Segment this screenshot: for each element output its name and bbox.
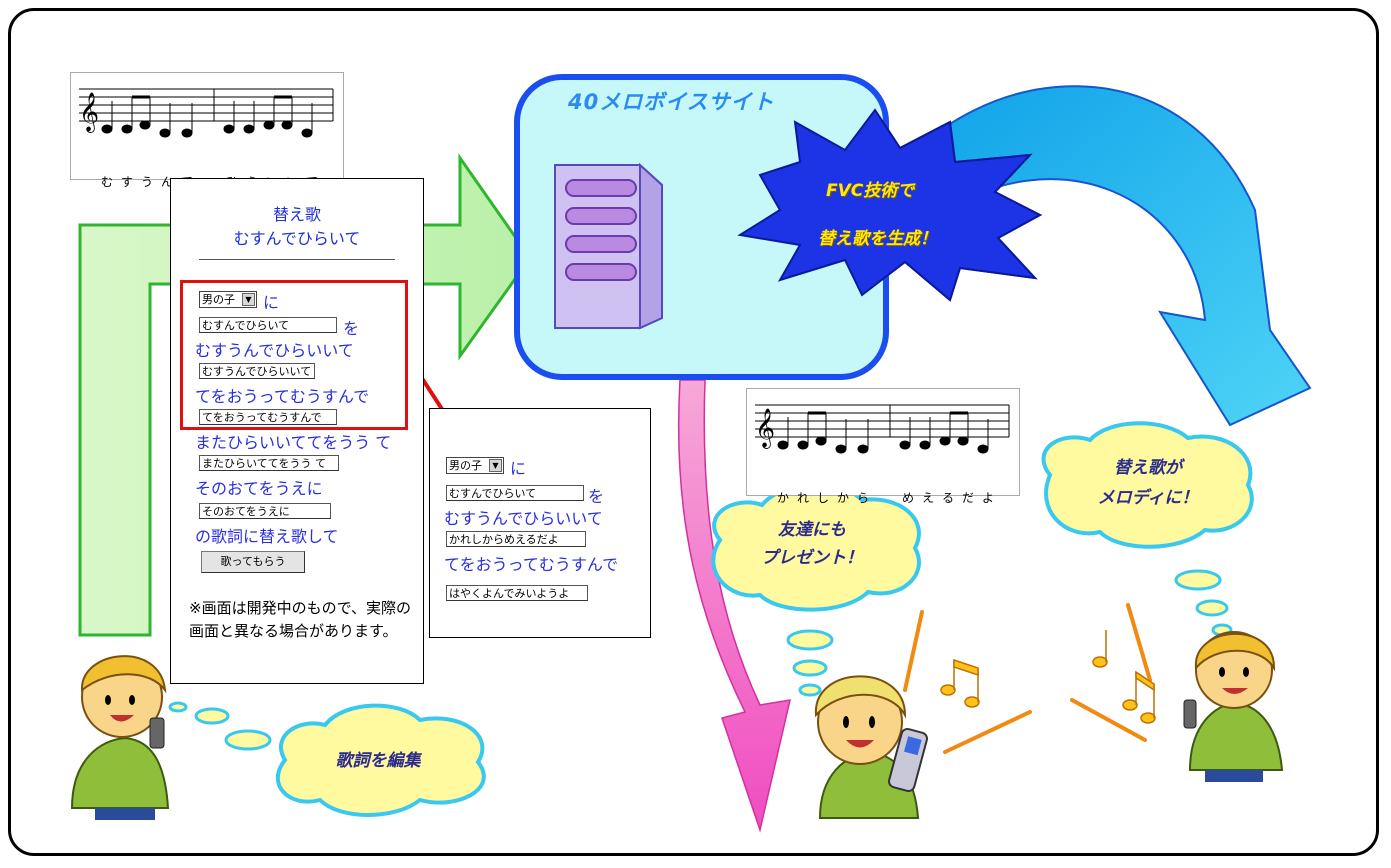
chevron-down-icon: ▼ [242, 293, 255, 306]
burst-line2: 替え歌を生成！ [818, 229, 937, 249]
lyric: む [101, 175, 116, 189]
girl-editing-icon [70, 655, 170, 820]
result-input-2[interactable]: かれしからめえるだよ [446, 531, 586, 547]
score-generated: 𝄞 か れ し か ら め え る だ よ [746, 388, 1020, 505]
lyric-line-5: そのおてをうえに [195, 479, 323, 498]
chevron-down-icon: ▼ [489, 459, 502, 472]
lyric: え [922, 491, 937, 505]
lyric-input-4[interactable]: またひらいててをうう て [199, 455, 339, 471]
cloud-present [711, 482, 921, 612]
lyric: す [121, 175, 136, 189]
lyric: だ [962, 491, 977, 505]
result-input-3[interactable]: はやくよんでみいようよ [446, 585, 588, 601]
particle-wo: を [343, 319, 360, 338]
particle-ni: に [263, 293, 280, 312]
lyric-input-2[interactable]: むすうんでひらいいて [199, 363, 315, 379]
lyric: か [777, 491, 792, 505]
score-original: 𝄞 む す う ん で ひ ら い い て [70, 72, 344, 189]
result-particle-ni: に [510, 459, 527, 478]
cloud-edit [276, 703, 486, 817]
voice-select-value: 男の子 [202, 293, 235, 306]
lyric: か [837, 491, 852, 505]
staff-generated: 𝄞 [755, 404, 1010, 454]
form-divider [199, 259, 395, 260]
cloud-present-line1: 友達にも [778, 520, 846, 540]
highlight-box [180, 280, 408, 430]
form-song-title: むすんでひらいて [233, 229, 361, 248]
burst-line1: FVC技術で [826, 181, 915, 201]
cloud-edit-text: 歌詞を編集 [335, 751, 421, 771]
lyric-input-3[interactable]: てをおうってむうすんで [199, 409, 337, 425]
lyric-line-2: むすうんでひらいいて [195, 341, 354, 360]
lyric-line-6: の歌詞に替え歌して [195, 527, 339, 546]
girl-listening-icon [1183, 631, 1284, 782]
development-note: ※画面は開発中のもので、実際の画面と異なる場合があります。 [189, 599, 411, 640]
result-voice-select-value: 男の子 [449, 459, 482, 472]
cloud-present-line2: プレゼント！ [761, 548, 863, 568]
result-voice-select[interactable]: 男の子 ▼ [446, 457, 504, 474]
pink-curve-arrow [677, 379, 791, 833]
girl-phone-icon [814, 675, 928, 819]
lyric: れ [797, 491, 812, 505]
lyrics-edit-form: 替え歌 むすんでひらいて 男の子 ▼ に むすんでひらいて を むすうんでひらい… [170, 178, 424, 684]
result-line-3: てをおうってむうすんで [444, 555, 619, 574]
lyric: る [942, 491, 957, 505]
lyric: ら [857, 491, 872, 505]
cloud-melody [1041, 421, 1254, 549]
cloud-melody-line1: 替え歌が [1114, 458, 1182, 478]
lyric-line-3: てをおうってむうすんで [195, 387, 370, 406]
lyric-input-5[interactable]: そのおてをうえに [199, 503, 331, 519]
lyric: め [902, 491, 917, 505]
cloud-melody-line2: メロディに！ [1097, 488, 1199, 508]
sing-button[interactable]: 歌ってもらう [201, 551, 305, 573]
lyric: よ [982, 491, 997, 505]
svg-text:𝄞: 𝄞 [755, 408, 775, 449]
lyric-line-4: またひらいいててをうう て [195, 433, 392, 452]
lyric: し [817, 491, 832, 505]
lyric: う [141, 175, 156, 189]
form-title: 替え歌 [272, 205, 321, 224]
result-line-2: むすうんでひらいいて [444, 509, 603, 528]
music-note-icon [940, 630, 1156, 724]
lyric-input-1[interactable]: むすんでひらいて [199, 317, 337, 333]
result-input-1[interactable]: むすんでひらいて [446, 485, 584, 501]
voice-select[interactable]: 男の子 ▼ [199, 291, 257, 308]
site-title: 40メロボイスサイト [568, 90, 775, 114]
result-particle-wo: を [588, 487, 605, 506]
svg-text:𝄞: 𝄞 [79, 92, 99, 133]
staff-original: 𝄞 [79, 88, 334, 138]
lyrics-result-form: 男の子 ▼ に むすんでひらいて を むすうんでひらいいて かれしからめえるだよ… [429, 408, 651, 638]
